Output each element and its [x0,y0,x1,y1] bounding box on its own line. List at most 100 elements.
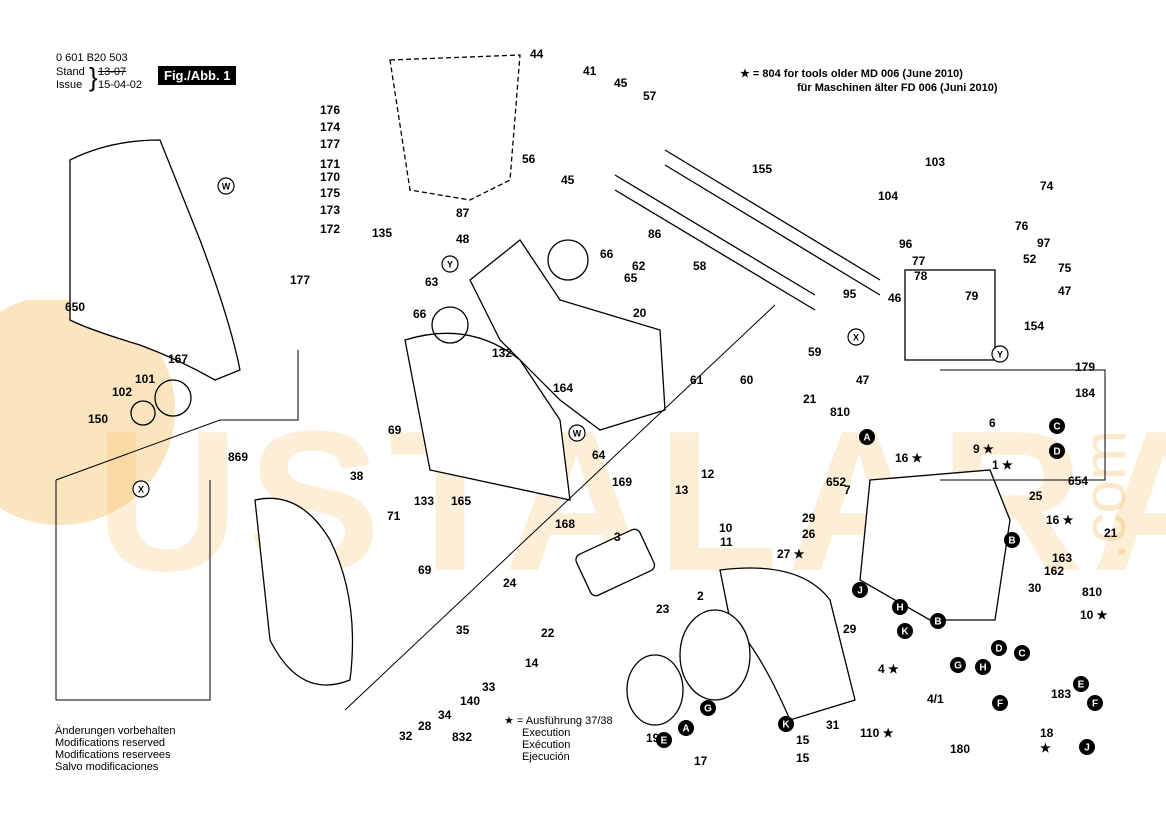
blade-66 [547,239,589,281]
part-label: 11 [720,535,733,549]
part-label: 101 [135,372,155,386]
part-label: 14 [525,656,539,670]
part-label: 179 [1075,360,1095,374]
callout-k: K [778,716,794,732]
callout-e: E [656,732,672,748]
part-label: 103 [925,155,945,169]
callout-letter: K [782,720,790,731]
execution-note: ★ = Ausführung 37/38 Execution Exécution… [504,715,613,763]
part-label: 21 [1104,526,1118,540]
callout-y: Y [441,255,459,273]
part-label: 173 [320,203,340,217]
part-label: 76 [1015,219,1029,233]
part-label: 10 [719,521,733,535]
box-bottom [344,304,776,711]
part-label: 2 [697,589,704,603]
callout-letter: X [138,485,144,495]
part-label: 69 [388,423,402,437]
callout-h: H [975,659,991,675]
callout-letter: C [1018,649,1025,660]
part-label: 12 [701,467,715,481]
part-label: 34 [438,708,452,722]
note-line1: ★ = 804 for tools older MD 006 (June 201… [740,68,963,80]
field-coil [679,609,751,701]
part-label: 17 [694,754,708,768]
part-label: 21 [803,392,817,406]
callout-e: E [1073,676,1089,692]
part-label: 177 [320,137,340,151]
part-label: 74 [1040,179,1054,193]
part-label: ★ [1040,741,1051,755]
part-label: 135 [372,226,392,240]
callout-letter: A [682,724,689,735]
part-label: 10 ★ [1080,608,1108,622]
part-label: 654 [1068,474,1088,488]
part-label: 71 [387,509,401,523]
callout-letter: E [661,736,668,747]
footer-line: Modifications reservees [55,749,171,761]
callout-x: X [132,480,150,498]
callout-letter: Y [447,260,453,270]
callout-letter: D [995,644,1002,655]
figure-tag: Fig./Abb. 1 [158,66,237,85]
footer-line: Modifications reserved [55,737,166,749]
ring-19 [626,654,684,726]
part-label: 52 [1023,252,1037,266]
callout-letter: J [857,586,863,597]
part-label: 650 [65,300,85,314]
part-label: 62 [632,259,646,273]
box-left [55,480,211,701]
part-label: 1 ★ [992,458,1013,472]
callout-letter: B [934,617,941,628]
part-label: 110 ★ [860,726,894,740]
brace-glyph: } [89,62,98,92]
part-label: 48 [456,232,470,246]
callout-k: K [897,623,913,639]
note-line2: für Maschinen älter FD 006 (Juni 2010) [797,82,998,94]
callout-letter: C [1053,422,1060,433]
flange-101 [130,400,156,426]
part-label: 75 [1058,261,1072,275]
armature [575,528,656,597]
part-label: 59 [808,345,822,359]
execution-title: ★ = Ausführung 37/38 [504,715,613,727]
dust-bag [69,139,241,381]
disc-66 [431,306,469,344]
part-label: 44 [530,47,544,61]
callout-a: A [859,429,875,445]
part-label: 56 [522,152,536,166]
part-label: 32 [399,729,413,743]
rod-155 [664,149,881,281]
execution-line: Ejecución [522,751,570,763]
issue-value: 15-04-02 [98,79,143,91]
part-label: 169 [612,475,632,489]
callout-a: A [678,720,694,736]
callout-c: C [1049,418,1065,434]
part-label: 810 [830,405,850,419]
part-label: 22 [541,626,555,640]
part-label: 133 [414,494,434,508]
callout-letter: H [979,663,986,674]
callout-letter: W [222,182,231,192]
part-label: 180 [950,742,970,756]
callout-letter: X [853,333,859,343]
callout-b: B [1004,532,1020,548]
rod-bracket [904,269,996,361]
part-label: 16 ★ [1046,513,1074,527]
part-label: 168 [555,517,575,531]
part-label: 33 [482,680,496,694]
part-label: 27 ★ [777,547,805,561]
part-label: 69 [418,563,432,577]
part-label: 64 [592,448,606,462]
rod-58b [614,189,816,311]
part-label: 155 [752,162,772,176]
box-right [940,369,1106,481]
callout-j: J [1079,739,1095,755]
part-label: 176 [320,103,340,117]
stand-label: Stand [56,66,85,78]
part-label: 23 [656,602,670,616]
part-label: 165 [451,494,471,508]
part-label: 154 [1024,319,1044,333]
part-label: 15 [796,751,810,765]
